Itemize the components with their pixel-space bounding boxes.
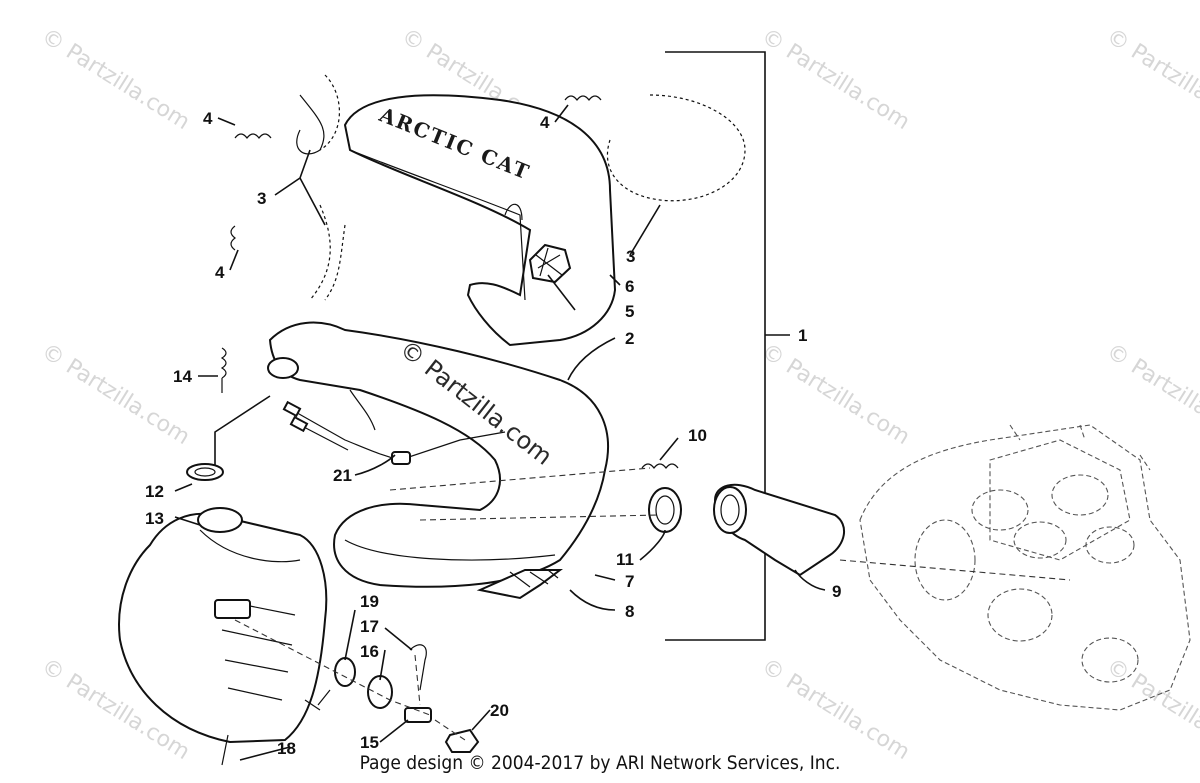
callout-17: 17 xyxy=(360,617,379,636)
watermark-top-far-right: © Partzilla.com xyxy=(1102,24,1200,135)
hardware-parts xyxy=(334,644,480,753)
expansion-chamber-pipe xyxy=(267,321,609,600)
callout-6: 6 xyxy=(625,277,634,296)
assembly-bracket xyxy=(665,51,790,641)
callout-10: 10 xyxy=(688,426,707,445)
clip-chains xyxy=(296,74,746,301)
watermark-top-left: © Partzilla.com xyxy=(37,24,194,135)
callout-9: 9 xyxy=(832,582,841,601)
callout-5: 5 xyxy=(625,302,634,321)
callout-19: 19 xyxy=(360,592,379,611)
callout-18: 18 xyxy=(277,739,296,758)
watermark-bottom-right: © Partzilla.com xyxy=(757,654,914,765)
callout-20: 20 xyxy=(490,701,509,720)
callout-labels: 1 2 3 3 4 4 4 5 6 7 8 9 10 11 12 13 14 1… xyxy=(145,109,841,758)
callout-16: 16 xyxy=(360,642,379,661)
callout-11: 11 xyxy=(616,550,634,569)
callout-3-left: 3 xyxy=(257,189,266,208)
callout-15: 15 xyxy=(360,733,379,752)
watermark-mid-far-right: © Partzilla.com xyxy=(1102,339,1200,450)
callout-14: 14 xyxy=(173,367,192,386)
muffler-assembly xyxy=(118,463,331,766)
callout-8: 8 xyxy=(625,602,634,621)
springs xyxy=(220,95,679,469)
callout-7: 7 xyxy=(625,572,634,591)
watermark-top-right: © Partzilla.com xyxy=(757,24,914,135)
watermark-mid-right: © Partzilla.com xyxy=(757,339,914,450)
callout-4-top-right: 4 xyxy=(540,113,550,132)
callout-3-right: 3 xyxy=(626,247,635,266)
callout-4-top-left: 4 xyxy=(203,109,213,128)
engine-outline xyxy=(859,424,1191,711)
callout-4-bottom-left: 4 xyxy=(215,263,225,282)
callout-13: 13 xyxy=(145,509,164,528)
assembly-lines xyxy=(234,467,1071,741)
callout-21: 21 xyxy=(333,466,352,485)
callout-1: 1 xyxy=(798,326,807,345)
watermark-mid-left: © Partzilla.com xyxy=(37,339,194,450)
page-footer: Page design © 2004-2017 by ARI Network S… xyxy=(359,752,841,774)
manifold-parts xyxy=(648,483,845,577)
callout-2: 2 xyxy=(625,329,634,348)
heat-shield-cover: ARCTIC CAT xyxy=(343,94,617,347)
callout-12: 12 xyxy=(145,482,164,501)
leader-lines xyxy=(174,104,826,761)
